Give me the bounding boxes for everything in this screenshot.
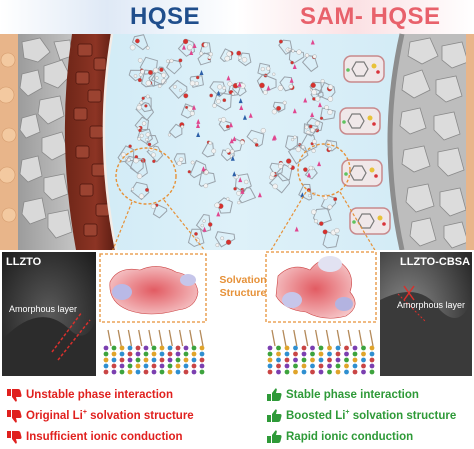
list-item: Rapid ionic conduction: [266, 426, 456, 447]
tem-left-amorphous-label: Amorphous layer: [8, 304, 78, 314]
solvation-structure-label: Solvation Structure: [219, 274, 267, 299]
tem-right-label: LLZTO-CBSA: [400, 256, 471, 268]
benefit-1: Stable phase interaction: [286, 388, 419, 401]
benefit-3: Rapid ionic conduction: [286, 430, 414, 443]
thumbs-up-icon: [267, 429, 282, 443]
thumbs-up-icon: [267, 387, 282, 401]
list-item: Boosted Li+ solvation structure: [266, 405, 456, 426]
list-item: Original Li+ solvation structure: [6, 405, 194, 426]
hqse-title: HQSE: [130, 3, 201, 30]
list-item: Stable phase interaction: [266, 384, 456, 405]
thumbs-up-icon: [267, 408, 282, 422]
thumbs-down-icon: [7, 430, 22, 444]
benefit-2: Boosted Li+ solvation structure: [286, 409, 457, 422]
sam-hqse-benefits-list: Stable phase interaction Boosted Li+ sol…: [266, 384, 456, 447]
sam-hqse-title: SAM- HQSE: [300, 3, 441, 30]
hqse-drawbacks-list: Unstable phase interaction Original Li+ …: [6, 384, 194, 447]
drawback-3: Insufficient ionic conduction: [26, 430, 183, 443]
list-item: Unstable phase interaction: [6, 384, 194, 405]
drawback-1: Unstable phase interaction: [26, 388, 173, 401]
tem-left-label: LLZTO: [6, 256, 42, 268]
thumbs-down-icon: [7, 409, 22, 423]
list-item: Insufficient ionic conduction: [6, 426, 194, 447]
tem-right-amorphous-label: Amorphous layer: [396, 300, 466, 310]
thumbs-down-icon: [7, 388, 22, 402]
drawback-2: Original Li+ solvation structure: [26, 409, 194, 422]
